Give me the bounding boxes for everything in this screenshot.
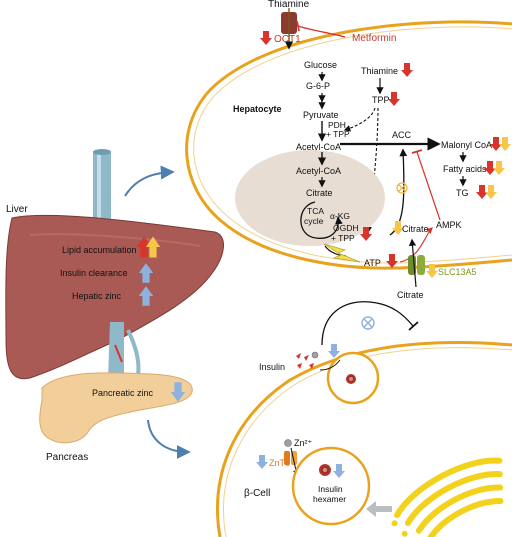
metformin-label: Metformin: [352, 33, 396, 44]
malonyl-coa-label: Malonyl CoA: [441, 140, 492, 150]
pyruvate-label: Pyruvate: [303, 110, 339, 120]
pancreas-label: Pancreas: [46, 452, 88, 463]
insulin-granule-icon: [346, 374, 356, 384]
pancreas-to-beta-cell-arrow-icon: [147, 419, 191, 459]
slc13a5-label: SLC13A5: [438, 267, 477, 277]
tca-label-1: TCA: [307, 206, 324, 216]
insulin-release-icons: [296, 353, 314, 369]
secretory-vesicle: [291, 446, 371, 526]
hepatic-zinc-label: Hepatic zinc: [72, 291, 122, 301]
insulin-label: Insulin: [259, 362, 285, 372]
lipid-accumulation-label: Lipid accumulation: [62, 245, 137, 255]
liver-label: Liver: [6, 204, 28, 215]
atp-down-arrow-icon: [386, 254, 398, 268]
citrate-out-label: Citrate: [397, 290, 424, 300]
fatty-acids-down-yellow-icon: [493, 161, 505, 175]
tg-label: TG: [456, 188, 469, 198]
golgi-icon: [391, 457, 504, 537]
znt8-down-arrow-icon: [256, 455, 268, 469]
beta-cell-membrane: [216, 341, 512, 537]
fatty-acids-label: Fatty acids: [443, 164, 487, 174]
acc-label: ACC: [392, 130, 412, 140]
energy-bolt-icon: [323, 243, 361, 263]
thiamine-down-arrow-icon: [401, 63, 413, 77]
atp-label: ATP: [364, 258, 381, 268]
pdh-tpp-label: + TPP: [326, 129, 350, 139]
citrate-cyto-label: Citrate: [402, 224, 429, 234]
thiamine-in-label: Thiamine: [361, 66, 398, 76]
insulin-hexamer-label-2: hexamer: [313, 494, 346, 504]
pancreatic-zinc-label: Pancreatic zinc: [92, 388, 154, 398]
ampk-inhibition-icon: [416, 151, 441, 221]
citrate-mito-label: Citrate: [306, 188, 333, 198]
hepatocyte-label: Hepatocyte: [233, 104, 282, 114]
golgi-to-vesicle-arrow-icon: [366, 501, 392, 517]
insulin-secretion-down-icon: [328, 344, 340, 358]
glucose-label: Glucose: [304, 60, 337, 70]
tg-down-yellow-icon: [485, 185, 497, 199]
insulin-hexamer-label-1: Insulin: [318, 484, 343, 494]
metformin-inhibition-icon: [297, 25, 346, 38]
blocked-x-icon: [361, 316, 375, 330]
liver: [5, 214, 224, 380]
ogdh-tpp-label: + TPP: [331, 233, 355, 243]
znt8-label: ZnT8: [269, 458, 290, 468]
ampk-label: AMPK: [436, 220, 462, 230]
akg-label: α-KG: [330, 211, 350, 221]
liver-to-hepatocyte-arrow-icon: [124, 165, 175, 197]
pdh-label: PDH: [328, 120, 346, 130]
oct1-down-arrow-icon: [260, 31, 272, 45]
oct1-label: OCT1: [274, 34, 301, 45]
tca-label-2: cycle: [304, 216, 324, 226]
g6p-label: G-6-P: [306, 81, 330, 91]
acetylcoa-cyto-label: Acetyl-CoA: [296, 142, 341, 152]
pancreas: [39, 372, 193, 444]
malonyl-down-yellow-icon: [499, 137, 511, 151]
ogdh-label: OGDH: [333, 223, 359, 233]
thiamine-top-label: Thiamine: [268, 0, 310, 10]
insulin-clearance-inhibition-icon: [321, 301, 414, 346]
beta-cell-label: β-Cell: [244, 488, 270, 499]
insulin-clearance-label: Insulin clearance: [60, 268, 128, 278]
tpp-label: TPP: [372, 95, 390, 105]
tpp-down-arrow-icon: [388, 92, 400, 106]
zn-label: Zn²⁺: [294, 438, 313, 448]
blocked-transport-icon: [396, 182, 408, 194]
mitochondrion: [235, 150, 385, 246]
insulin-hexamer-icon: [319, 464, 331, 476]
acetylcoa-mito-label: Acetyl-CoA: [296, 166, 341, 176]
hepatic-vessel: [93, 149, 111, 232]
slc13a5-transporter-icon: [408, 255, 425, 275]
